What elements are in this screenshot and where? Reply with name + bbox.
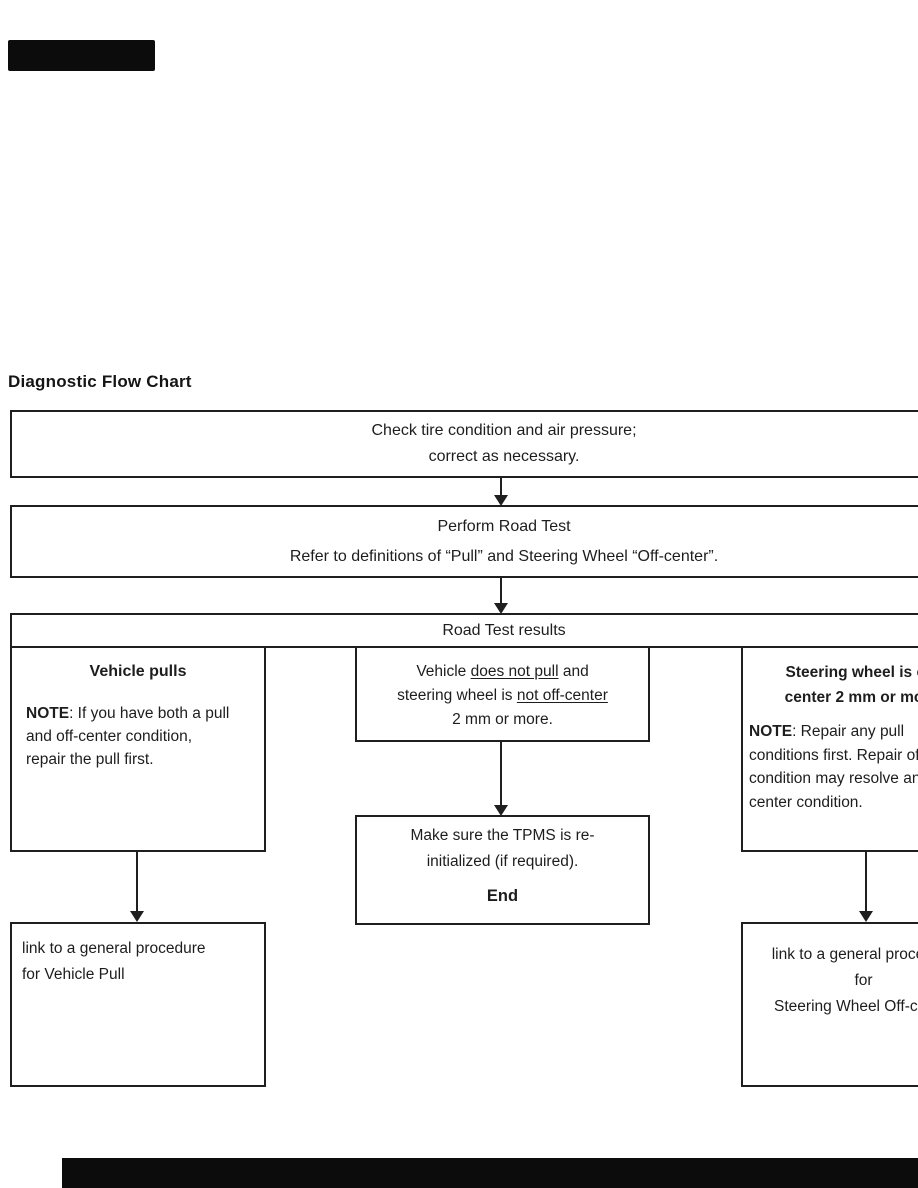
down-arrow (859, 852, 873, 922)
down-arrow (494, 742, 508, 816)
arrow-shaft (500, 578, 502, 603)
link-steering-off-center-text[interactable]: link to a general procedure for Steering… (771, 946, 918, 1015)
arrow-shaft (500, 742, 502, 805)
note-label: NOTE (749, 723, 793, 740)
branch-heading-vehicle-pulls: Vehicle pulls (89, 663, 187, 680)
action-tpms-text: Make sure the TPMS is re- initialized (i… (410, 827, 595, 870)
redaction-bar-top (8, 40, 155, 71)
link-box-vehicle-pull[interactable]: link to a general procedure for Vehicle … (10, 922, 266, 1087)
arrow-shaft (865, 852, 867, 911)
branch-heading-off-center: Steering wheel is off- center 2 mm or mo… (784, 664, 918, 706)
arrow-head (494, 603, 508, 614)
note-off-center: NOTE: Repair any pull conditions first. … (743, 720, 918, 814)
action-box-tpms-end: Make sure the TPMS is re- initialized (i… (355, 815, 650, 925)
note-label: NOTE (26, 705, 70, 722)
page-title: Diagnostic Flow Chart (8, 372, 192, 391)
arrow-head (494, 805, 508, 816)
flow-box-road-test: Perform Road Test Refer to definitions o… (10, 505, 918, 578)
end-label: End (486, 887, 519, 905)
flow-box-check-tires-text: Check tire condition and air pressure; c… (371, 422, 637, 465)
flow-box-road-test-text: Perform Road Test Refer to definitions o… (289, 517, 719, 565)
down-arrow (130, 852, 144, 922)
note-body: : If you have both a pull and off-center… (26, 705, 230, 768)
arrow-head (494, 495, 508, 506)
flow-box-road-test-results: Road Test results (10, 613, 918, 648)
redaction-bar-bottom (62, 1158, 918, 1188)
flow-box-road-test-results-text: Road Test results (442, 621, 566, 639)
down-arrow (494, 578, 508, 614)
arrow-shaft (500, 477, 502, 495)
link-box-steering-off-center[interactable]: link to a general procedure for Steering… (741, 922, 918, 1087)
branch-box-vehicle-pulls: Vehicle pulls NOTE: If you have both a p… (10, 646, 266, 852)
branch-box-off-center: Steering wheel is off- center 2 mm or mo… (741, 646, 918, 852)
arrow-head (130, 911, 144, 922)
link-vehicle-pull-text[interactable]: link to a general procedure for Vehicle … (22, 940, 206, 983)
note-body: : Repair any pull conditions first. Repa… (749, 723, 918, 811)
arrow-shaft (136, 852, 138, 911)
down-arrow (494, 477, 508, 506)
arrow-head (859, 911, 873, 922)
flow-box-check-tires: Check tire condition and air pressure; c… (10, 410, 918, 478)
note-vehicle-pulls: NOTE: If you have both a pull and off-ce… (12, 702, 264, 771)
